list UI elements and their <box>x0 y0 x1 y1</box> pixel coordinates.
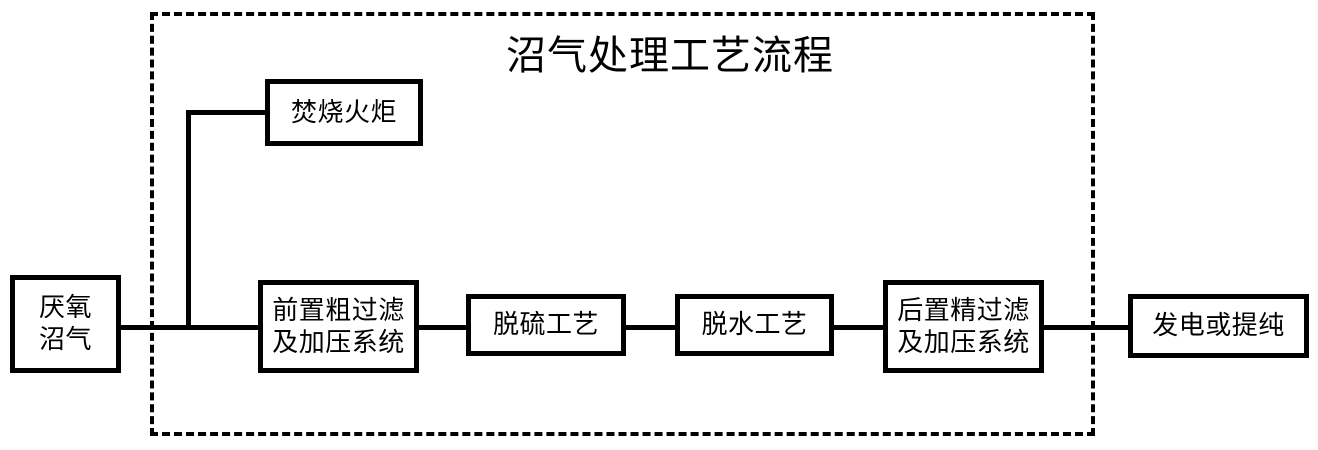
connector-pre-filter-to-desulfurization <box>416 325 469 330</box>
node-dehydration[interactable]: 脱水工艺 <box>675 294 834 356</box>
connector-desulfurization-to-dehydration <box>623 325 678 330</box>
node-flare-label: 焚烧火炬 <box>290 97 397 128</box>
node-anaerobic-biogas[interactable]: 厌氧 沼气 <box>10 275 121 373</box>
connector-flare-branch-riser <box>186 110 191 330</box>
connector-flare-branch-elbow <box>186 110 268 115</box>
node-pre-filter-label: 前置粗过滤 及加压系统 <box>272 295 405 358</box>
node-flare[interactable]: 焚烧火炬 <box>265 79 423 146</box>
node-dehydration-label: 脱水工艺 <box>701 310 808 340</box>
page-title: 沼气处理工艺流程 <box>506 33 834 79</box>
connector-post-filter-to-output <box>1041 325 1131 330</box>
node-pre-filter[interactable]: 前置粗过滤 及加压系统 <box>258 280 419 373</box>
node-desulfurization-label: 脱硫工艺 <box>492 310 599 340</box>
node-anaerobic-biogas-label: 厌氧 沼气 <box>38 293 92 355</box>
connector-dehydration-to-post-filter <box>831 325 886 330</box>
node-desulfurization[interactable]: 脱硫工艺 <box>466 294 626 356</box>
biogas-treatment-boundary <box>150 12 1095 436</box>
node-post-filter-label: 后置精过滤 及加压系统 <box>897 295 1030 358</box>
node-post-filter[interactable]: 后置精过滤 及加压系统 <box>883 280 1044 373</box>
node-output[interactable]: 发电或提纯 <box>1128 294 1309 358</box>
node-output-label: 发电或提纯 <box>1152 311 1285 341</box>
